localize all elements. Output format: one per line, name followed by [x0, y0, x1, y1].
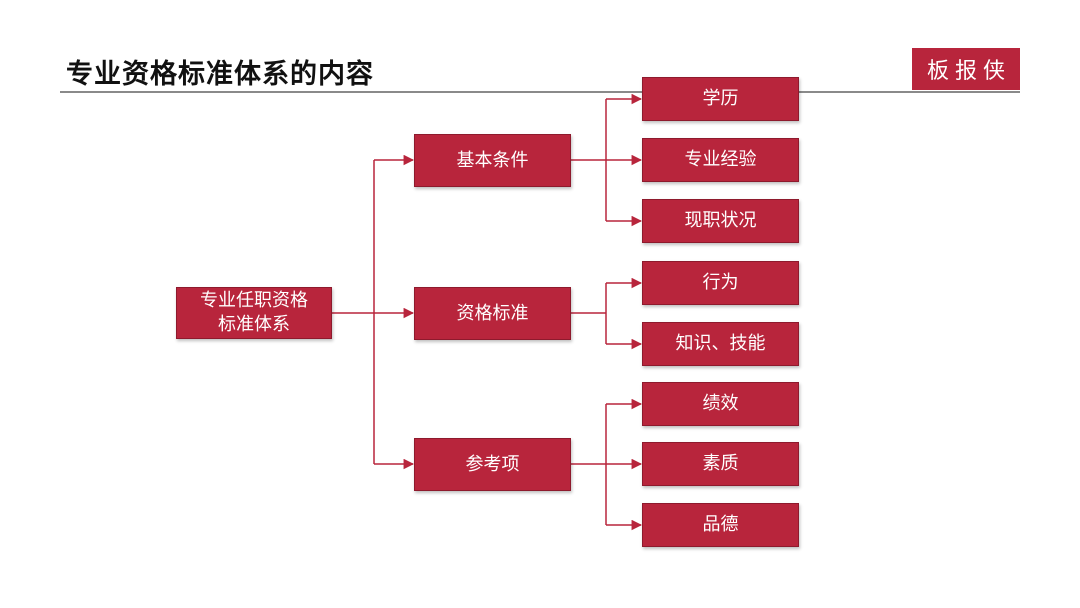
branch-node-reference-items: 参考项	[414, 438, 571, 491]
leaf-node-quality: 素质	[642, 442, 799, 486]
title-divider	[60, 91, 1020, 93]
leaf-node-moral-character: 品德	[642, 503, 799, 547]
root-node: 专业任职资格 标准体系	[176, 287, 332, 339]
leaf-node-professional-experience: 专业经验	[642, 138, 799, 182]
branch-node-basic-conditions: 基本条件	[414, 134, 571, 187]
leaf-node-behavior: 行为	[642, 261, 799, 305]
leaf-node-education: 学历	[642, 77, 799, 121]
branch-node-qualification-standard: 资格标准	[414, 287, 571, 340]
leaf-node-knowledge-skills: 知识、技能	[642, 322, 799, 366]
leaf-node-current-position: 现职状况	[642, 199, 799, 243]
brand-logo: 板报侠	[912, 48, 1020, 90]
leaf-node-performance: 绩效	[642, 382, 799, 426]
page-title: 专业资格标准体系的内容	[66, 59, 374, 90]
